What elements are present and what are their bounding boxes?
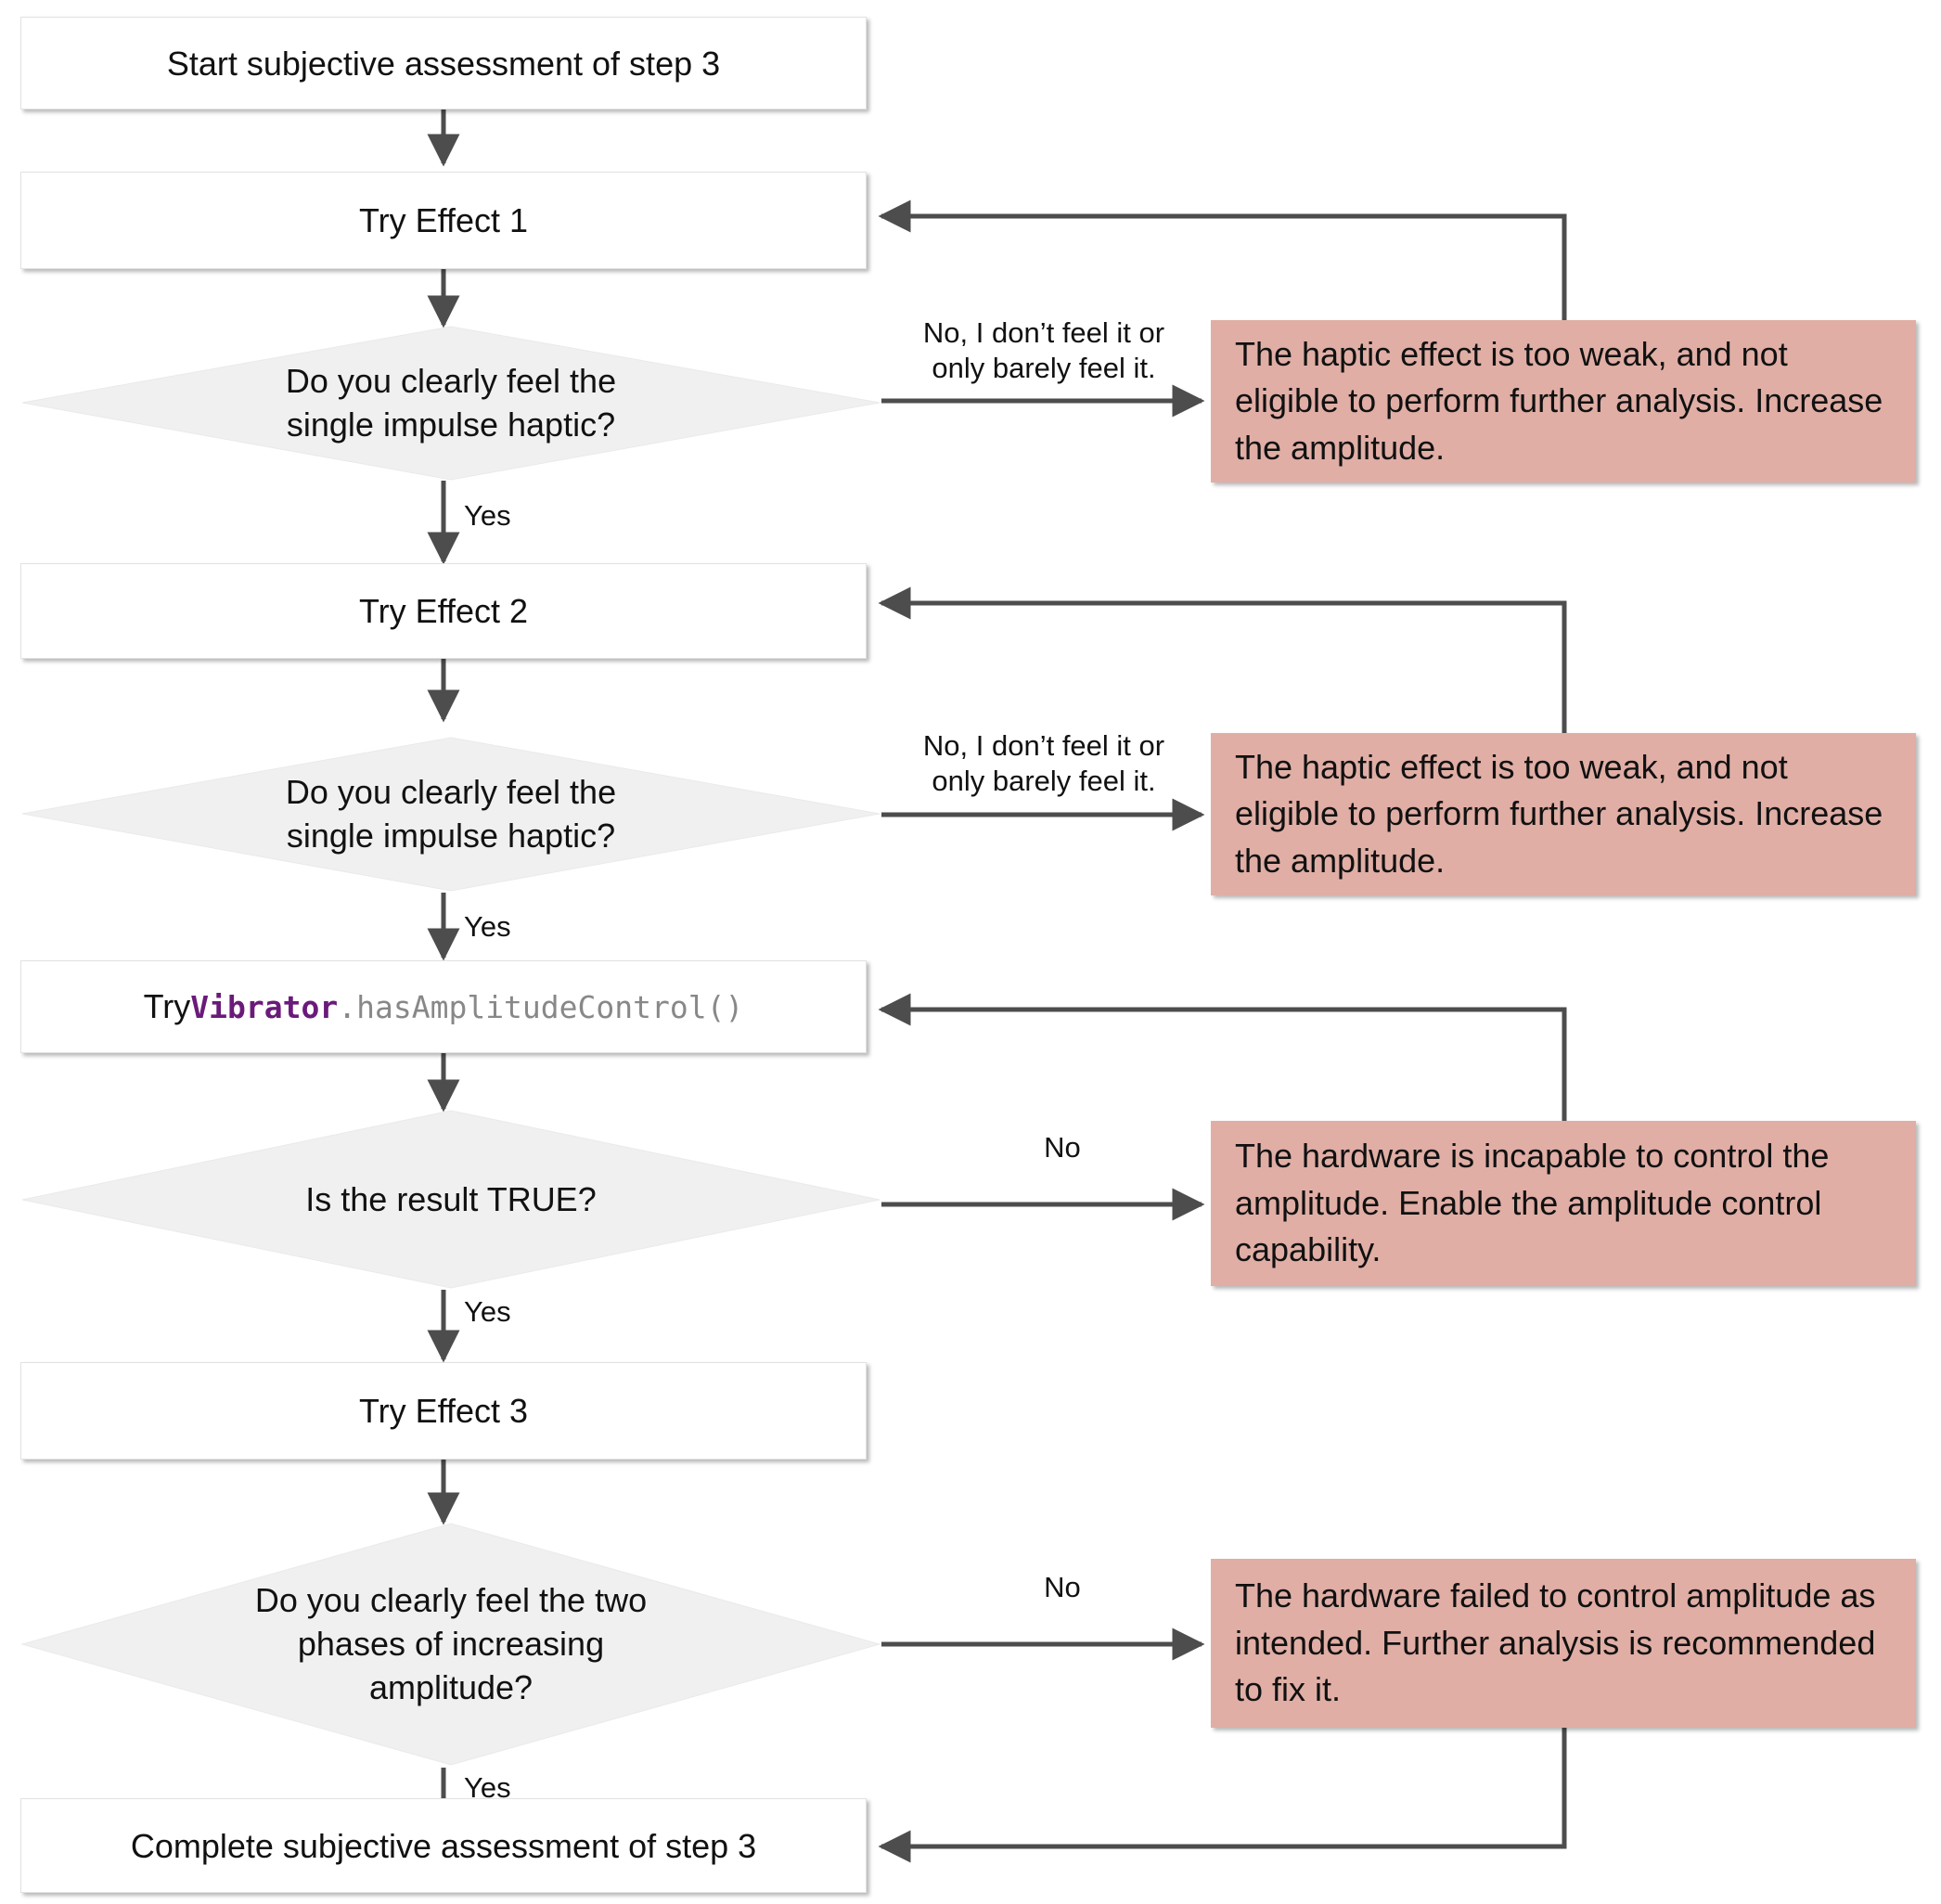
edge-label-yes-2: Yes [464,910,511,943]
decision-1-node[interactable]: Do you clearly feel the single impulse h… [20,325,881,482]
edge-label-no-4: No [1044,1571,1081,1603]
note-2-text: The haptic effect is too weak, and not e… [1235,747,1883,880]
edge-label-yes-3: Yes [464,1295,511,1328]
decision-2-node[interactable]: Do you clearly feel the single impulse h… [20,736,881,894]
note-1-text: The haptic effect is too weak, and not e… [1235,334,1883,467]
decision-2-label: Do you clearly feel the single impulse h… [285,773,617,855]
try-effect-2-node[interactable]: Try Effect 2 [20,563,867,659]
start-node[interactable]: Start subjective assessment of step 3 [20,17,867,109]
decision-3-label: Is the result TRUE? [305,1179,597,1218]
note-4-amplitude-control-failed: The hardware failed to control amplitude… [1211,1559,1916,1728]
note-3-no-amplitude-capability: The hardware is incapable to control the… [1211,1121,1916,1286]
try-effect-1-node[interactable]: Try Effect 1 [20,172,867,269]
complete-node[interactable]: Complete subjective assessment of step 3 [20,1798,867,1893]
decision-3-node[interactable]: Is the result TRUE? [20,1109,881,1291]
edge-label-no-3: No [1044,1131,1081,1164]
start-node-label: Start subjective assessment of step 3 [166,44,721,83]
edge-label-yes-1: Yes [464,499,511,532]
note-4-text: The hardware failed to control amplitude… [1235,1576,1876,1709]
edge-label-no-feel-1: No, I don’t feel it or only barely feel … [922,316,1165,384]
decision-1-label: Do you clearly feel the single impulse h… [285,362,617,444]
note-2-weak-effect: The haptic effect is too weak, and not e… [1211,733,1916,895]
code-method-name: .hasAmplitudeControl() [338,988,744,1025]
try-amplitude-control-node[interactable]: Try Vibrator.hasAmplitudeControl() [20,960,867,1053]
edge-label-no-feel-2: No, I don’t feel it or only barely feel … [922,729,1165,797]
decision-4-node[interactable]: Do you clearly feel the two phases of in… [20,1522,881,1768]
try-effect-1-label: Try Effect 1 [358,201,529,239]
code-class-name: Vibrator [190,988,339,1025]
try-effect-3-label: Try Effect 3 [358,1392,529,1430]
try-effect-3-node[interactable]: Try Effect 3 [20,1362,867,1460]
code-prefix: Try [143,987,191,1025]
decision-4-label: Do you clearly feel the two phases of in… [254,1581,648,1706]
try-effect-2-label: Try Effect 2 [358,592,529,630]
complete-node-label: Complete subjective assessment of step 3 [130,1826,757,1865]
note-3-text: The hardware is incapable to control the… [1235,1137,1830,1269]
note-1-weak-effect: The haptic effect is too weak, and not e… [1211,320,1916,482]
